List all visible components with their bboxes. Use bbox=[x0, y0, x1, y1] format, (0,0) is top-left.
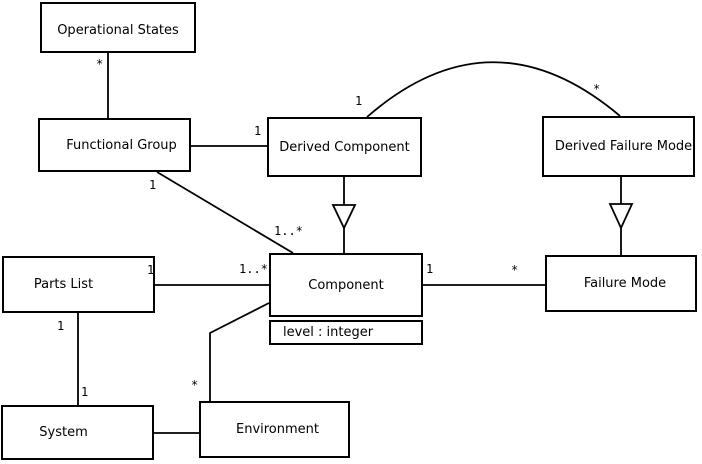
multiplicity-label: 1 bbox=[254, 124, 262, 138]
class-label: Environment bbox=[235, 422, 319, 437]
class-box-failure-mode: Failure Mode bbox=[545, 255, 697, 312]
class-box-operational-states: Operational States bbox=[40, 2, 196, 53]
multiplicity-label: 1..* bbox=[239, 262, 268, 276]
association-component-environment bbox=[209, 302, 270, 401]
multiplicity-label: 1 bbox=[426, 262, 434, 276]
multiplicity-label: 1 bbox=[81, 385, 89, 399]
class-box-derived-failure-mode: Derived Failure Mode bbox=[542, 116, 695, 177]
multiplicity-label: * bbox=[96, 57, 104, 71]
multiplicity-label: 1 bbox=[149, 178, 157, 192]
class-label: Functional Group bbox=[66, 137, 177, 153]
multiplicity-label: * bbox=[191, 378, 199, 392]
class-label: Operational States bbox=[57, 23, 179, 38]
association-functional-group-component bbox=[156, 171, 294, 254]
class-attribute-compartment-component: level : integer bbox=[269, 320, 423, 345]
generalization-triangle-derived-component bbox=[331, 204, 357, 231]
class-label: Failure Mode bbox=[583, 276, 667, 291]
class-label: Component bbox=[308, 277, 384, 293]
attribute-label: level : integer bbox=[283, 325, 374, 340]
association-arc-derived-component-derived-failure-mode bbox=[366, 61, 621, 118]
class-box-parts-list: Parts List bbox=[2, 256, 155, 313]
class-box-system: System bbox=[1, 405, 154, 460]
class-label: System bbox=[39, 425, 88, 440]
class-box-functional-group: Functional Group bbox=[38, 118, 191, 172]
multiplicity-label: 1 bbox=[147, 263, 155, 277]
class-label: Parts List bbox=[33, 277, 94, 292]
generalization-triangle-derived-failure-mode bbox=[608, 203, 634, 231]
multiplicity-label: 1 bbox=[57, 319, 65, 333]
multiplicity-label: * bbox=[511, 263, 519, 277]
multiplicity-label: 1 bbox=[355, 94, 363, 108]
multiplicity-label: 1..* bbox=[274, 224, 303, 238]
class-box-component: Component bbox=[269, 253, 423, 317]
class-label: Derived Failure Mode bbox=[554, 139, 693, 154]
multiplicity-label: * bbox=[593, 82, 601, 96]
class-box-environment: Environment bbox=[199, 401, 350, 458]
class-box-derived-component: Derived Component bbox=[267, 117, 422, 177]
class-label: Derived Component bbox=[279, 139, 410, 155]
